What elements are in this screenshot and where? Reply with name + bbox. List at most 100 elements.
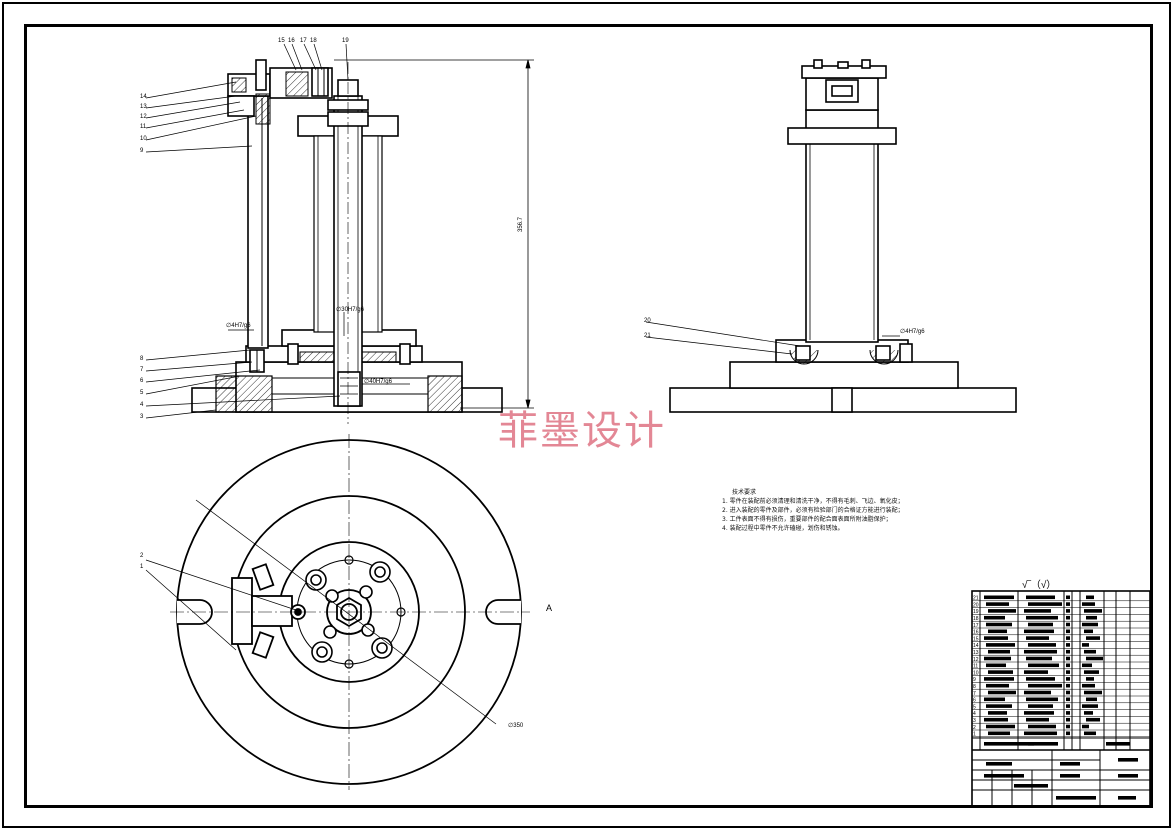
bom-redacted-cell (1024, 731, 1057, 736)
tech-req-item: 2. 进入装配的零件及部件，必须有检验部门的合格证方能进行装配； (722, 507, 904, 514)
bom-row-number: 14 (973, 643, 979, 649)
bom-redacted-qty (1066, 711, 1070, 715)
dim-plate-diameter: ∅350 (508, 723, 524, 729)
bom-redacted-cell (1028, 663, 1059, 668)
bom-row-number: 11 (973, 664, 978, 670)
bom-redacted-cell (986, 643, 1015, 647)
title-redacted-field (984, 774, 1024, 778)
callout-number: 12 (140, 114, 147, 120)
height-dimension (334, 59, 534, 409)
bom-redacted-qty (1066, 649, 1070, 654)
callout-number: 5 (140, 390, 144, 396)
front-view-leaders (145, 43, 410, 419)
bom-redacted-cell (1084, 609, 1102, 613)
bom-row-number: 7 (973, 691, 976, 697)
bom-redacted-cell (988, 649, 1010, 654)
bom-row-number: 17 (973, 623, 979, 629)
bom-row-number: 3 (973, 718, 976, 724)
bom-redacted-cell (1086, 677, 1094, 681)
bom-redacted-cell (1026, 717, 1049, 722)
bom-redacted-cell (984, 636, 1008, 640)
callout-number: 9 (140, 148, 144, 154)
bom-redacted-cell (1024, 649, 1057, 654)
bom-redacted-cell (1024, 609, 1051, 613)
dim-overall-height: 356.7 (518, 216, 524, 232)
bom-row-number: 16 (973, 630, 979, 636)
bom-redacted-cell (1086, 615, 1097, 620)
bom-redacted-qty (1066, 677, 1070, 681)
bom-redacted-qty (1066, 690, 1070, 695)
bom-redacted-cell (1084, 731, 1096, 736)
title-block (971, 590, 1151, 807)
bom-row-number: 12 (973, 657, 979, 663)
bom-redacted-cell (1082, 663, 1092, 668)
bom-row-number: 19 (973, 609, 979, 615)
callout-number: 3 (140, 414, 144, 420)
callout-number: 6 (140, 378, 144, 384)
title-redacted-field (986, 762, 1012, 766)
plan-view-leaders (145, 499, 497, 725)
callout-number: 4 (140, 402, 144, 408)
title-redacted-field (1118, 796, 1136, 800)
bom-redacted-cell (1084, 649, 1096, 654)
bom-redacted-cell (1028, 643, 1056, 647)
dim-fit-right: ∅4H7/g6 (900, 329, 925, 335)
bom-redacted-cell (988, 609, 1016, 613)
bom-redacted-cell (1086, 636, 1100, 640)
bom-redacted-cell (984, 595, 1014, 600)
bom-row-number: 5 (973, 704, 976, 710)
dim-fit-base: ∅40H7/g6 (364, 379, 392, 385)
bom-redacted-cell (1026, 656, 1052, 661)
section-label: A (546, 603, 553, 613)
bom-redacted-cell (1082, 683, 1095, 688)
bom-redacted-qty (1066, 683, 1070, 688)
title-redacted-field (1060, 762, 1080, 766)
tech-req-title: 技术要求 (732, 489, 757, 496)
bom-redacted-qty (1066, 724, 1070, 729)
title-redacted-field (1118, 758, 1138, 762)
bom-redacted-qty (1066, 629, 1070, 634)
bom-redacted-qty (1066, 704, 1070, 708)
bom-redacted-cell (1026, 636, 1049, 640)
side-view-leaders (645, 321, 900, 355)
bom-redacted-cell (1024, 690, 1051, 695)
plan-view (170, 434, 530, 790)
bom-redacted-cell (1028, 704, 1053, 708)
bom-redacted-qty (1066, 595, 1070, 600)
bom-row-number: 6 (973, 698, 976, 704)
bom-redacted-cell (1082, 602, 1095, 606)
bom-row-number: 18 (973, 616, 979, 622)
bom-redacted-qty (1066, 717, 1070, 722)
bom-redacted-cell (1028, 602, 1062, 606)
bom-redacted-cell (1084, 629, 1093, 634)
bom-redacted-cell (1024, 711, 1054, 715)
callout-number: 8 (140, 356, 144, 362)
bom-redacted-cell (986, 683, 1009, 688)
bom-redacted-cell (984, 697, 1005, 702)
bom-redacted-cell (1084, 711, 1093, 715)
bom-redacted-qty (1066, 602, 1070, 606)
bom-redacted-cell (1082, 622, 1098, 627)
bom-redacted-cell (986, 704, 1012, 708)
bom-redacted-cell (988, 690, 1016, 695)
bom-redacted-cell (988, 711, 1007, 715)
callout-number: 1 (140, 564, 144, 570)
bom-redacted-cell (1028, 724, 1056, 729)
bom-redacted-qty (1066, 636, 1070, 640)
title-redacted-field (1028, 742, 1058, 746)
technical-requirements: 技术要求 1. 零件在装配前必须清理和清洗干净，不得有毛刺、飞边、氧化皮； 2.… (722, 488, 904, 533)
bom-redacted-cell (1026, 677, 1055, 681)
callout-number: 16 (288, 38, 295, 44)
bom-redacted-cell (988, 629, 1007, 634)
bom-redacted-cell (1086, 717, 1100, 722)
callout-number: 2 (140, 553, 144, 559)
tech-req-item: 1. 零件在装配前必须清理和清洗干净，不得有毛刺、飞边、氧化皮； (722, 498, 904, 505)
bom-row-number: 21 (973, 596, 979, 602)
title-redacted-field (1118, 774, 1138, 778)
bom-redacted-qty (1066, 663, 1070, 668)
callout-number: 7 (140, 367, 144, 373)
